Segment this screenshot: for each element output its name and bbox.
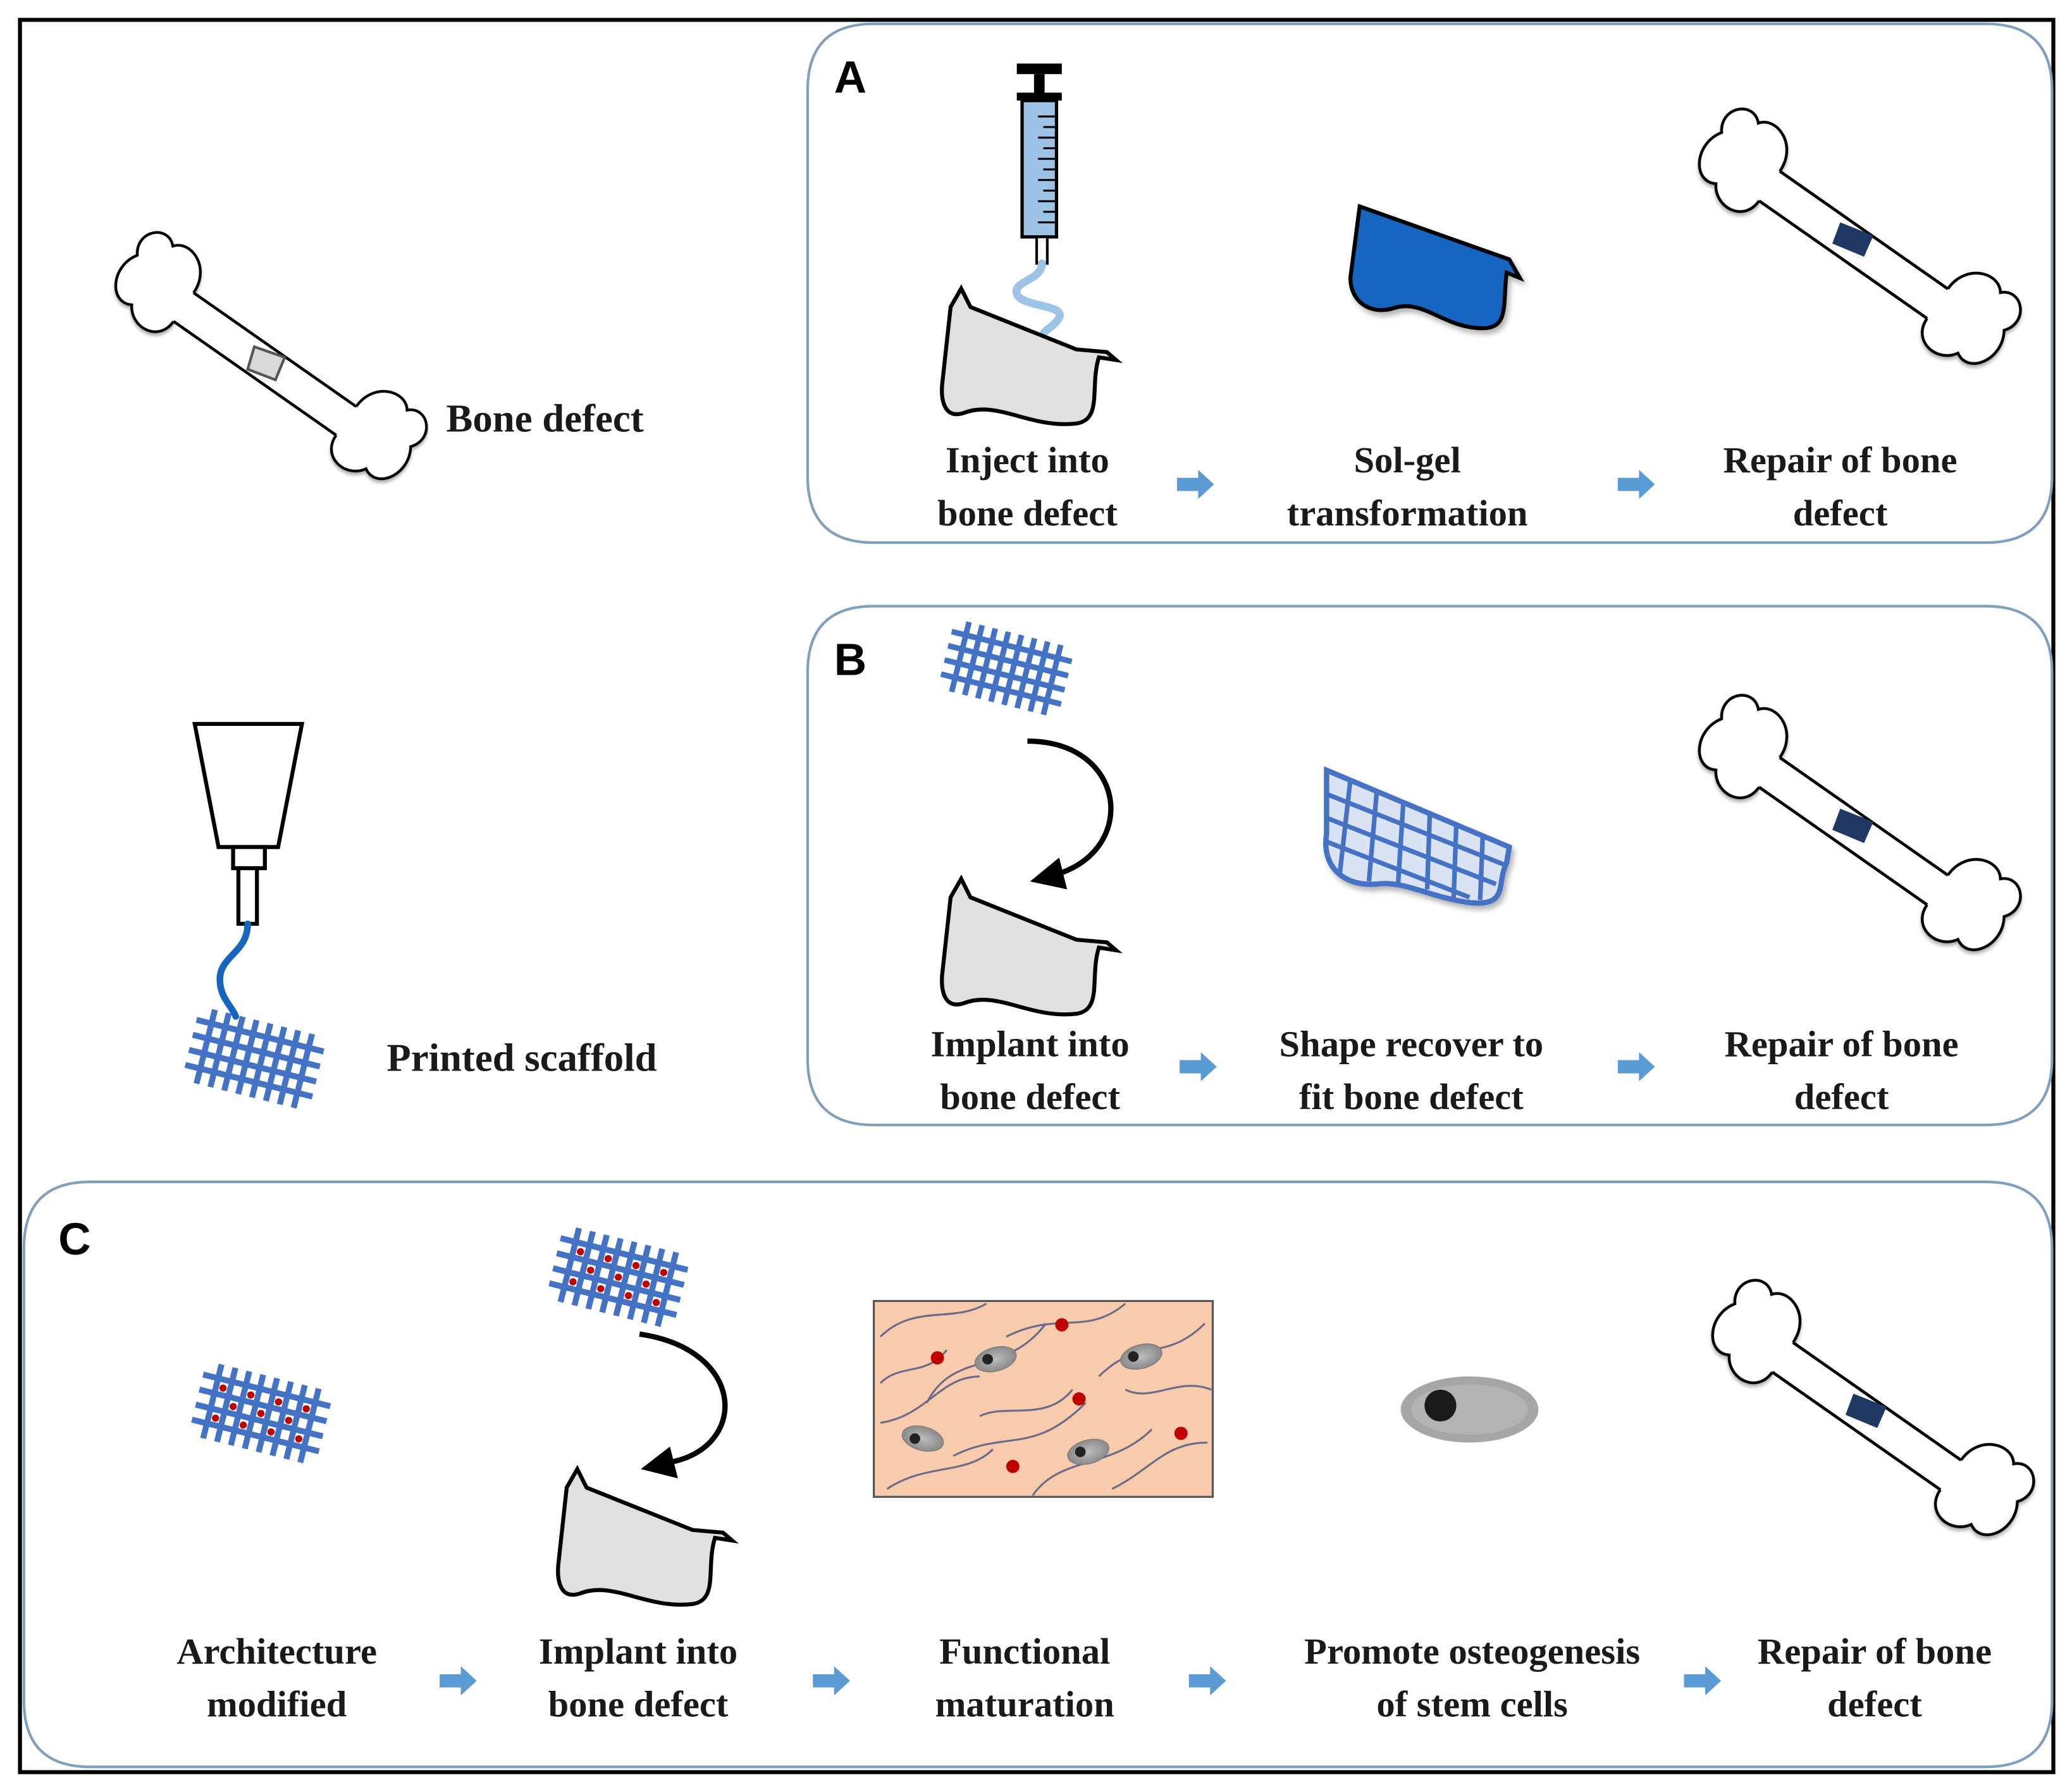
left-printed-scaffold: Printed scaffold — [182, 721, 657, 1112]
left-bone-defect: Bone defect — [101, 223, 644, 496]
panel-c-step5-line1: Repair of bone — [1758, 1631, 1992, 1672]
panel-c-step2-line2: bone defect — [548, 1684, 729, 1725]
panel-c-step2-line1: Implant into — [539, 1631, 737, 1672]
bone-defect-fragment-icon — [942, 879, 1116, 1015]
panel-a-step2-line1: Sol-gel — [1354, 439, 1460, 481]
panel-c-step3-line2: maturation — [935, 1684, 1114, 1725]
panel-b-step1-line1: Implant into — [930, 1023, 1129, 1064]
stem-cell-icon — [1400, 1376, 1539, 1443]
panel-b-border — [806, 604, 2054, 1127]
flow-arrow-icon — [1180, 1052, 1217, 1082]
bone-defect-label: Bone defect — [447, 396, 644, 440]
panel-a-step3-line2: defect — [1793, 493, 1888, 534]
panel-b-letter: B — [834, 635, 866, 685]
curved-arrow-icon — [639, 1331, 728, 1478]
repair-patch — [1832, 222, 1873, 257]
flow-arrow-icon — [440, 1666, 477, 1696]
printed-scaffold-label: Printed scaffold — [386, 1035, 657, 1079]
bone-defect-fragment-icon — [942, 288, 1116, 424]
panel-c-step4-line2: of stem cells — [1376, 1684, 1568, 1725]
syringe-icon — [1012, 63, 1064, 351]
panel-a-step2-line2: transformation — [1287, 493, 1528, 534]
panel-a-letter: A — [834, 53, 866, 103]
panel-b-step3-line1: Repair of bone — [1725, 1023, 1959, 1064]
bioprinter-nozzle-icon — [192, 721, 305, 1020]
flow-arrow-icon — [1176, 470, 1214, 500]
scaffold-with-cells-icon — [546, 1224, 691, 1330]
outer-frame — [18, 18, 2056, 1774]
panel-a-step3-line1: Repair of bone — [1724, 439, 1958, 481]
panel-c-border — [22, 1181, 2054, 1769]
panel-c-step1-line1: Architecture — [176, 1631, 377, 1672]
panel-c-step1-line2: modified — [207, 1684, 347, 1725]
panel-a-step1-line1: Inject into — [946, 439, 1109, 481]
scaffold-icon — [182, 1006, 327, 1112]
panel-b-step2-line2: fit bone defect — [1299, 1076, 1524, 1117]
curved-arrow-icon — [1027, 738, 1114, 890]
panel-c: C — [22, 1181, 2054, 1769]
panel-c-step5-line2: defect — [1827, 1684, 1922, 1725]
panel-a-border — [806, 22, 2054, 544]
panel-a-step1-line2: bone defect — [937, 493, 1118, 534]
panel-b-step2-line1: Shape recover to — [1280, 1023, 1544, 1064]
panel-a: A Inject into bone defect Sol-gel t — [806, 22, 2054, 544]
gel-icon — [1348, 204, 1525, 331]
flow-arrow-icon — [1617, 470, 1655, 500]
shaped-scaffold-icon — [1323, 766, 1512, 906]
scaffold-with-cells-icon — [188, 1361, 333, 1466]
bone-defect-fragment-icon — [558, 1469, 732, 1605]
flow-arrow-icon — [813, 1666, 850, 1696]
repair-patch — [1832, 808, 1873, 844]
panel-c-step4-line1: Promote osteogenesis — [1304, 1631, 1640, 1672]
panel-b-step1-line2: bone defect — [940, 1076, 1120, 1117]
bone-defect-mark — [246, 345, 287, 382]
panel-c-step3-line1: Functional — [939, 1631, 1110, 1672]
flow-arrow-icon — [1188, 1666, 1226, 1696]
flow-arrow-icon — [1617, 1052, 1655, 1082]
flow-arrow-icon — [1684, 1666, 1722, 1696]
panel-c-letter: C — [58, 1215, 90, 1265]
panel-b-step3-line2: defect — [1794, 1076, 1889, 1117]
scaffold-icon — [937, 618, 1075, 718]
panel-b: B Implant into bone defect — [806, 604, 2054, 1127]
repair-patch — [1845, 1393, 1887, 1428]
tissue-icon — [873, 1299, 1214, 1498]
